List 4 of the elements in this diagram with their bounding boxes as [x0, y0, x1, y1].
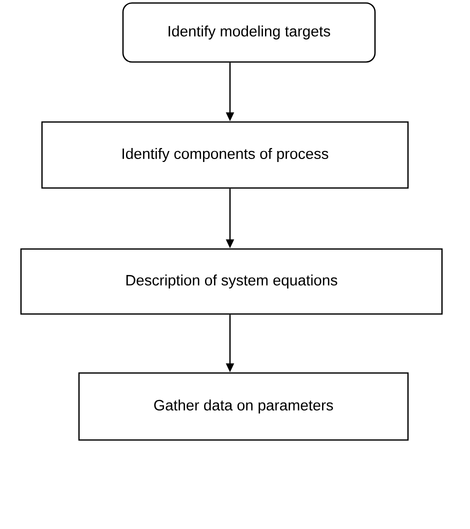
- process-box: Description of system equations: [20, 248, 443, 315]
- process-box: Gather data on parameters: [78, 372, 409, 441]
- process-box: Identify components of process: [41, 121, 409, 189]
- start-box: Identify modeling targets: [122, 2, 376, 63]
